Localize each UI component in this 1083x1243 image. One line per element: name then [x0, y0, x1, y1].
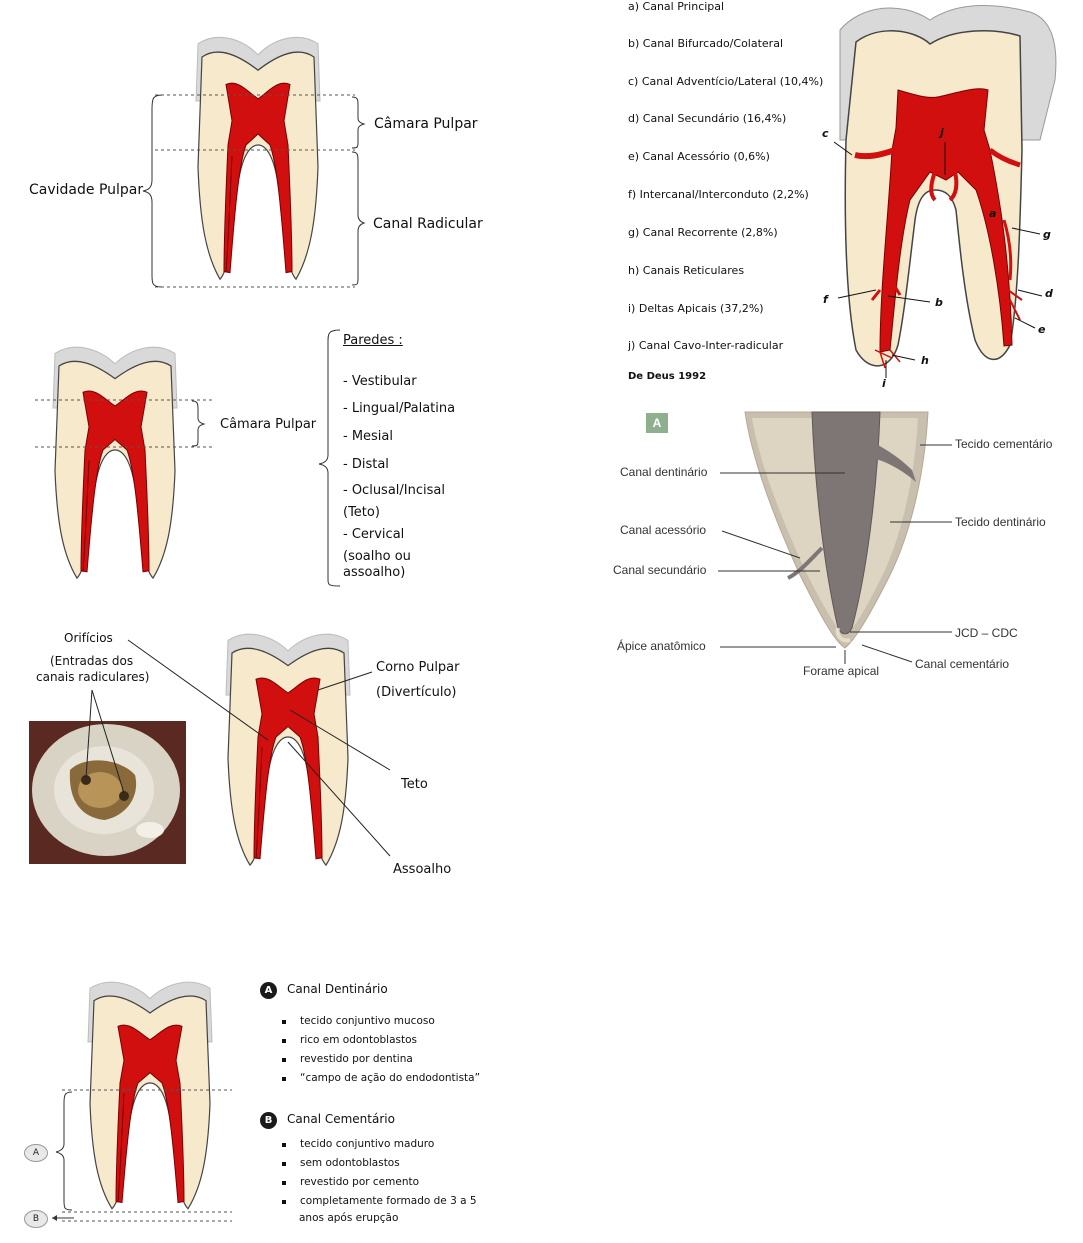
panel3-tooth [225, 633, 351, 866]
list-item: tecido conjuntivo mucoso [280, 1015, 480, 1034]
occlusal-photo [29, 721, 186, 864]
tecido-dentinario-label: Tecido dentinário [955, 515, 1046, 529]
cavidade-pulpar-label: Cavidade Pulpar [29, 182, 144, 198]
canal-list-item: i) Deltas Apicais (37,2%) [628, 302, 764, 315]
letter-e: e [1038, 323, 1046, 336]
panel2-tooth [52, 346, 178, 579]
panel5-tooth [833, 4, 1057, 378]
list-item: tecido conjuntivo maduro [280, 1138, 477, 1157]
source-label: De Deus 1992 [628, 371, 707, 382]
p2-camara-brace [191, 400, 206, 447]
letter-b: b [935, 296, 943, 309]
assoalho-label: Assoalho [393, 862, 452, 877]
canal-cementario-label: Canal cementário [915, 657, 1010, 671]
canal-list-item: d) Canal Secundário (16,4%) [628, 112, 787, 125]
wall-item: - Cervical [343, 527, 405, 542]
wall-item: - Lingual/Palatina [343, 401, 456, 416]
p1-cavidade-brace [142, 94, 163, 288]
wall-item: - Distal [343, 457, 389, 472]
p2-camara-pulpar-label: Câmara Pulpar [220, 417, 317, 432]
wall-item: - Mesial [343, 429, 394, 444]
wall-item: - Vestibular [343, 374, 417, 389]
panel4-tooth [87, 981, 213, 1210]
canal-acessorio-label: Canal acessório [620, 523, 707, 537]
badge-a: A [260, 982, 277, 999]
wall-item: (soalho ou [343, 549, 411, 564]
forame-apical-label: Forame apical [803, 664, 880, 678]
panel1-tooth [195, 36, 321, 280]
letter-g: g [1043, 228, 1051, 241]
canal-list-item: a) Canal Principal [628, 0, 725, 13]
canal-dentinario-title: Canal Dentinário [287, 982, 388, 996]
jcd-cdc-label: JCD – CDC [955, 626, 1018, 640]
orificios-pointer [127, 639, 269, 741]
list-item: rico em odontoblastos [280, 1034, 480, 1053]
letter-i: i [882, 377, 886, 390]
wall-item: - Oclusal/Incisal [343, 483, 445, 498]
canal-list-item: h) Canais Reticulares [628, 264, 745, 277]
side-badge-b: B [24, 1210, 48, 1228]
p1-canal-brace [351, 151, 366, 286]
tecido-cementario-label: Tecido cementário [955, 437, 1053, 451]
corno-pointer [317, 671, 373, 691]
apex-illustration [744, 411, 929, 649]
cementario-list: tecido conjuntivo maduro sem odontoblast… [280, 1138, 477, 1214]
canal-list-item: e) Canal Acessório (0,6%) [628, 150, 770, 163]
letter-j: j [940, 126, 944, 139]
camara-pulpar-label: Câmara Pulpar [374, 116, 478, 132]
side-badge-a: A [24, 1144, 48, 1162]
letter-c: c [822, 127, 829, 140]
list-item: revestido por cemento [280, 1176, 477, 1195]
canal-list-item: b) Canal Bifurcado/Colateral [628, 37, 783, 50]
p4-brace [55, 1091, 73, 1211]
canal-list-item: f) Intercanal/Interconduto (2,2%) [628, 188, 809, 201]
list-item: completamente formado de 3 a 5 [280, 1195, 477, 1214]
list-item: “campo de ação do endodontista” [280, 1072, 480, 1091]
orificios-label: Orifícios [64, 631, 113, 645]
wall-item: assoalho) [343, 565, 406, 580]
teto-label: Teto [401, 777, 428, 792]
canal-radicular-label: Canal Radicular [373, 216, 483, 232]
canal-list-item: j) Canal Cavo-Inter-radicular [628, 339, 784, 352]
panel6-tag: A [646, 413, 668, 433]
canal-secundario-label: Canal secundário [613, 563, 707, 577]
assoalho-pointer [287, 741, 391, 857]
canal-cementario-title: Canal Cementário [287, 1112, 395, 1126]
letter-a: a [989, 207, 997, 220]
cementario-tail: anos após erupção [299, 1212, 399, 1224]
letter-f: f [823, 293, 828, 306]
dentinario-list: tecido conjuntivo mucoso rico em odontob… [280, 1015, 480, 1091]
p4-b-arrowhead [52, 1215, 57, 1221]
p6-line-canalcem [861, 644, 913, 663]
letter-h: h [921, 354, 929, 367]
apice-anatomico-label: Ápice anatômico [617, 639, 706, 653]
p6-line-acessorio [721, 530, 801, 559]
orificio-arrow-2 [91, 689, 125, 794]
canal-list-item: c) Canal Adventício/Lateral (10,4%) [628, 75, 824, 88]
p2-paredes-brace [318, 329, 341, 587]
canal-list-item: g) Canal Recorrente (2,8%) [628, 226, 778, 239]
paredes-title: Paredes : [343, 333, 403, 348]
list-item: sem odontoblastos [280, 1157, 477, 1176]
canal-dentinario-label: Canal dentinário [620, 465, 708, 479]
corno-pulpar-label: Corno Pulpar [376, 660, 460, 675]
badge-b: B [260, 1112, 277, 1129]
entradas-label-2: canais radiculares) [36, 670, 150, 684]
orificio-arrow-1 [85, 689, 93, 779]
entradas-label-1: (Entradas dos [50, 654, 134, 668]
wall-item: (Teto) [343, 505, 380, 520]
diverticulo-label: (Divertículo) [376, 685, 457, 700]
p1-camara-brace [351, 96, 366, 149]
list-item: revestido por dentina [280, 1053, 480, 1072]
letter-d: d [1045, 287, 1053, 300]
teto-pointer [289, 709, 391, 771]
